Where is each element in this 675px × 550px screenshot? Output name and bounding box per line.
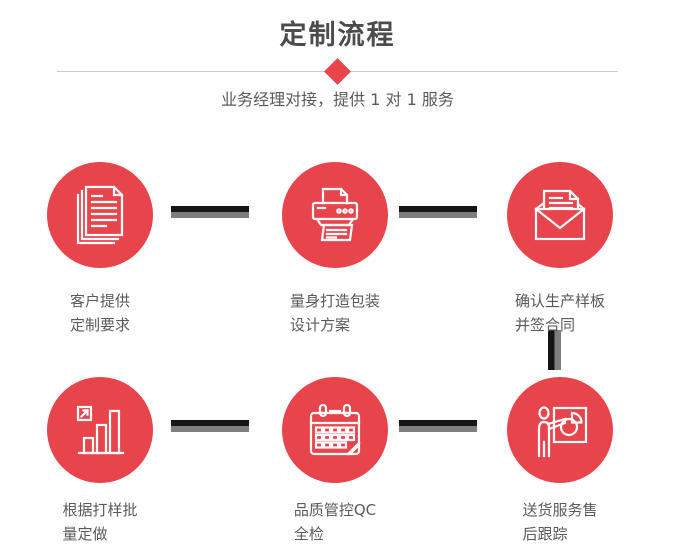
connector-row2-left bbox=[171, 420, 249, 432]
stage-1-circle bbox=[47, 162, 153, 268]
stage-5-caption: 品质管控QC 全检 bbox=[245, 498, 425, 546]
stage-4-caption-line2: 量定做 bbox=[62, 525, 108, 543]
stage-4-caption-line1: 根据打样批 bbox=[62, 501, 138, 519]
stage-3-circle bbox=[507, 162, 613, 268]
stage-1-caption-line2: 定制要求 bbox=[69, 316, 130, 334]
stage-5-caption-line2: 全检 bbox=[293, 525, 324, 543]
presentation-icon bbox=[537, 406, 588, 458]
stage-2-circle bbox=[282, 162, 388, 268]
connector-row1-left bbox=[171, 206, 249, 218]
bar-chart-icon bbox=[76, 405, 125, 455]
stage-1-caption-line1: 客户提供 bbox=[69, 292, 130, 310]
stage-1-caption: 客户提供 定制要求 bbox=[10, 289, 190, 337]
envelope-letter-icon bbox=[534, 189, 586, 241]
stage-6-circle bbox=[507, 377, 613, 483]
stage-5-circle bbox=[282, 377, 388, 483]
stage-4-circle bbox=[47, 377, 153, 483]
stage-5-caption-line1: 品质管控QC bbox=[293, 501, 377, 519]
stage-6-caption-line2: 后跟踪 bbox=[522, 525, 568, 543]
page-title: 定制流程 bbox=[279, 20, 396, 51]
stage-4-caption: 根据打样批 量定做 bbox=[10, 498, 190, 546]
subtitle: 业务经理对接，提供 1 对 1 服务 bbox=[221, 90, 454, 109]
stage-2-caption-line1: 量身打造包装 bbox=[289, 292, 380, 310]
calendar-icon bbox=[309, 403, 361, 456]
connector-row1-right bbox=[399, 206, 477, 218]
stage-3-caption: 确认生产样板 并签合同 bbox=[470, 289, 650, 337]
connector-vertical-right bbox=[548, 330, 561, 370]
stage-6-caption-line1: 送货服务售 bbox=[522, 501, 598, 519]
documents-icon bbox=[76, 185, 124, 245]
connector-row2-right bbox=[399, 420, 477, 432]
stage-2-caption-line2: 设计方案 bbox=[289, 316, 350, 334]
stage-3-caption-line2: 并签合同 bbox=[514, 316, 575, 334]
printer-icon bbox=[311, 187, 359, 242]
stage-3-caption-line1: 确认生产样板 bbox=[514, 292, 605, 310]
stage-2-caption: 量身打造包装 设计方案 bbox=[245, 289, 425, 337]
red-diamond-icon bbox=[324, 58, 351, 85]
stage-6-caption: 送货服务售 后跟踪 bbox=[470, 498, 650, 546]
